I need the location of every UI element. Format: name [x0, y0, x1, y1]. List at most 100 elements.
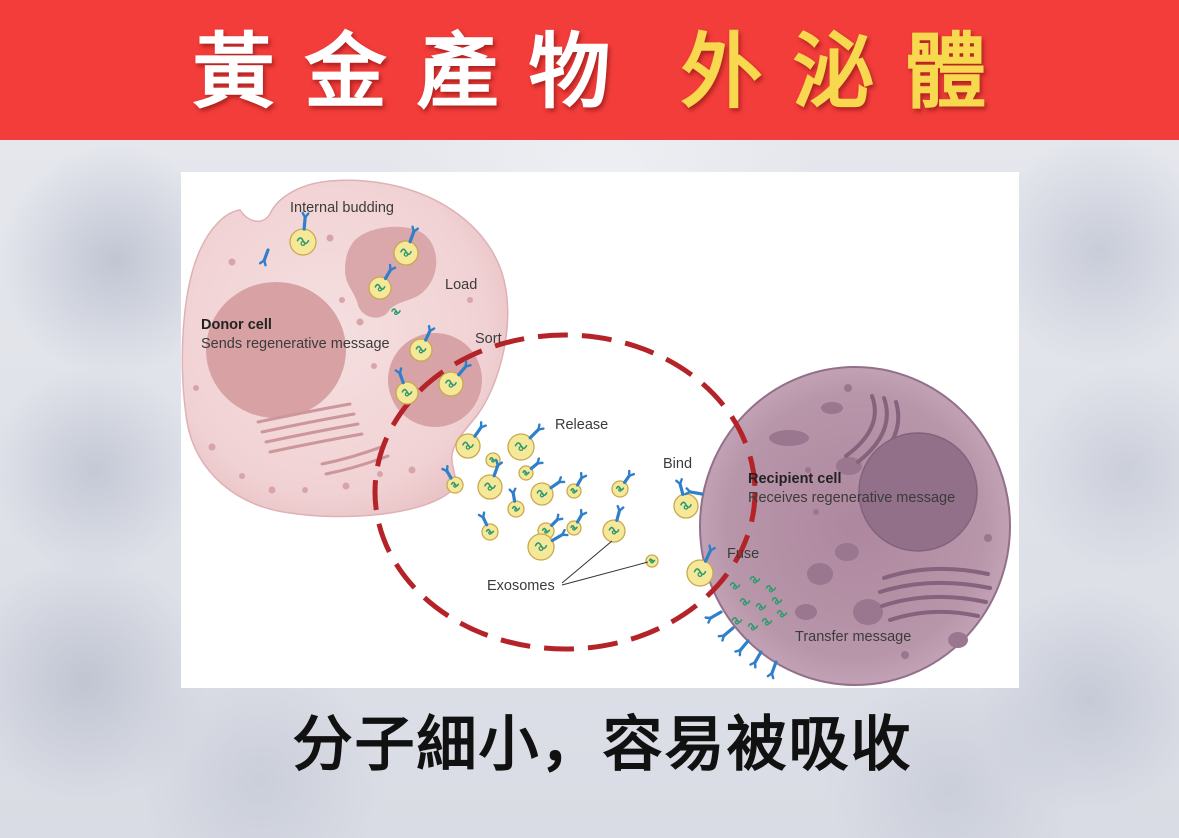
exosome-receptor: [508, 487, 517, 503]
vesicle-dot: [339, 297, 345, 303]
exosome-receptor-branch: [496, 461, 504, 467]
exosome: [507, 487, 525, 518]
exosome-receptor-branch: [678, 478, 683, 486]
exosome-receptor: [457, 360, 472, 377]
transferred-cargo-loop: [750, 626, 756, 631]
label-fuse: Fuse: [727, 546, 759, 562]
transferred-cargo: [755, 602, 767, 611]
vesicle-dot: [467, 297, 473, 303]
exosome-cargo: [570, 525, 578, 531]
label-recipient-cell: Recipient cell: [748, 471, 841, 487]
transferred-cargo-strand: [729, 581, 741, 589]
exosome-cargo-strand: [608, 526, 620, 533]
exosome-cargo-strand: [462, 441, 474, 449]
donor-nucleus: [206, 282, 346, 418]
golgi-stack: [882, 566, 990, 580]
exosome-receptor: [394, 367, 405, 385]
transferred-cargo-strand: [747, 622, 759, 630]
exosome-receptor: [492, 459, 504, 478]
exosome-cargo: [570, 488, 578, 494]
exosome-cargo: [693, 568, 707, 577]
exosome-cargo: [541, 527, 551, 534]
transferred-cargo: [776, 609, 788, 618]
exosome-cargo-strand: [693, 568, 707, 576]
exosome-receptor-stem: [492, 463, 500, 478]
recipient-receptor-stem: [709, 610, 723, 620]
exosome-receptor-stem: [678, 482, 685, 497]
exosome-cargo-loop: [539, 492, 545, 498]
golgi-stack: [264, 422, 360, 444]
transferred-cargo: [771, 596, 783, 605]
recipient-nucleus: [858, 432, 978, 552]
exosome: [394, 367, 419, 405]
exosome-cargo: [485, 528, 495, 535]
recipient-cell-group: [699, 366, 1011, 686]
exosome-receptor-stem: [424, 329, 432, 342]
exosome: [289, 211, 317, 256]
recipient-receptor-branch: [734, 648, 742, 653]
exosome-receptor-stem: [383, 268, 393, 281]
diagram-labels: Internal budding Load Donor cell Sends r…: [201, 200, 955, 645]
golgi-stack: [268, 432, 364, 454]
donor-cargo-loop: [393, 310, 399, 316]
recipient-receptor: [749, 650, 763, 669]
exosome: [686, 544, 716, 587]
exosome-cargo-strand: [680, 501, 692, 509]
exosome-diagram: Internal budding Load Donor cell Sends r…: [181, 179, 1011, 686]
organelle: [835, 543, 859, 561]
golgi-stack: [320, 444, 386, 466]
exosome: [611, 469, 636, 498]
transferred-cargo-strand: [761, 617, 773, 625]
exosome-cargo-loop: [618, 488, 622, 492]
organelle: [795, 604, 817, 620]
exosome-cargo: [522, 470, 530, 476]
exosome-receptor: [528, 423, 545, 440]
label-internal-budding: Internal budding: [290, 200, 394, 216]
transferred-cargo: [747, 622, 759, 631]
exosome-cargo: [401, 388, 413, 397]
exosome-receptor-branch: [627, 472, 636, 478]
exosome-receptor: [675, 478, 685, 497]
exosome: [673, 478, 699, 519]
pointer-line: [561, 561, 649, 586]
vesicle-dot: [408, 466, 416, 474]
exosome-cargo-loop: [377, 286, 383, 292]
label-donor-cell: Donor cell: [201, 317, 272, 333]
title-highlight: 外泌體: [680, 25, 1017, 120]
transferred-cargo-strand: [776, 609, 788, 617]
exosome: [645, 554, 659, 568]
transferred-cargo-strand: [755, 602, 767, 610]
exosomes-pointer-lines: [561, 540, 649, 586]
organelle: [769, 430, 809, 446]
label-recipient-cell-desc: Receives regenerative message: [748, 490, 955, 506]
exosome-cargo: [680, 501, 692, 510]
organelle: [901, 651, 909, 659]
recipient-receptor-stem: [770, 660, 778, 675]
exosome-cargo-loop: [487, 485, 493, 491]
label-release: Release: [555, 417, 608, 433]
exosome-cargo: [450, 481, 460, 488]
exosome-receptor: [473, 421, 487, 438]
exosome-receptor-stem: [473, 425, 483, 438]
label-transfer-message: Transfer message: [795, 629, 911, 645]
title-banner: 黃金產物 外泌體: [0, 0, 1179, 140]
exosome-cargo: [608, 526, 620, 535]
donor-cargo: [391, 308, 401, 316]
exosome-receptor-branch: [412, 227, 420, 233]
golgi-stack: [880, 594, 988, 608]
vesicle-dot: [239, 473, 245, 479]
organelle: [836, 457, 862, 475]
diagram-panel: Internal budding Load Donor cell Sends r…: [181, 172, 1019, 688]
exosome-receptor-stem: [398, 371, 405, 385]
organelle: [813, 509, 819, 515]
exosome-receptor-stem: [549, 480, 561, 490]
exosome: [368, 263, 397, 300]
exosome-cargo-loop: [300, 240, 306, 246]
exosome-receptor-branch: [618, 506, 625, 513]
donor-receptor-stem: [262, 248, 270, 262]
transferred-cargo-loop: [768, 588, 774, 593]
caption: 分子細小，容易被吸收: [292, 710, 913, 780]
donor-golgi: [256, 402, 390, 476]
transferred-cargo-loop: [774, 600, 780, 605]
exosome-cargo-loop: [538, 545, 544, 551]
